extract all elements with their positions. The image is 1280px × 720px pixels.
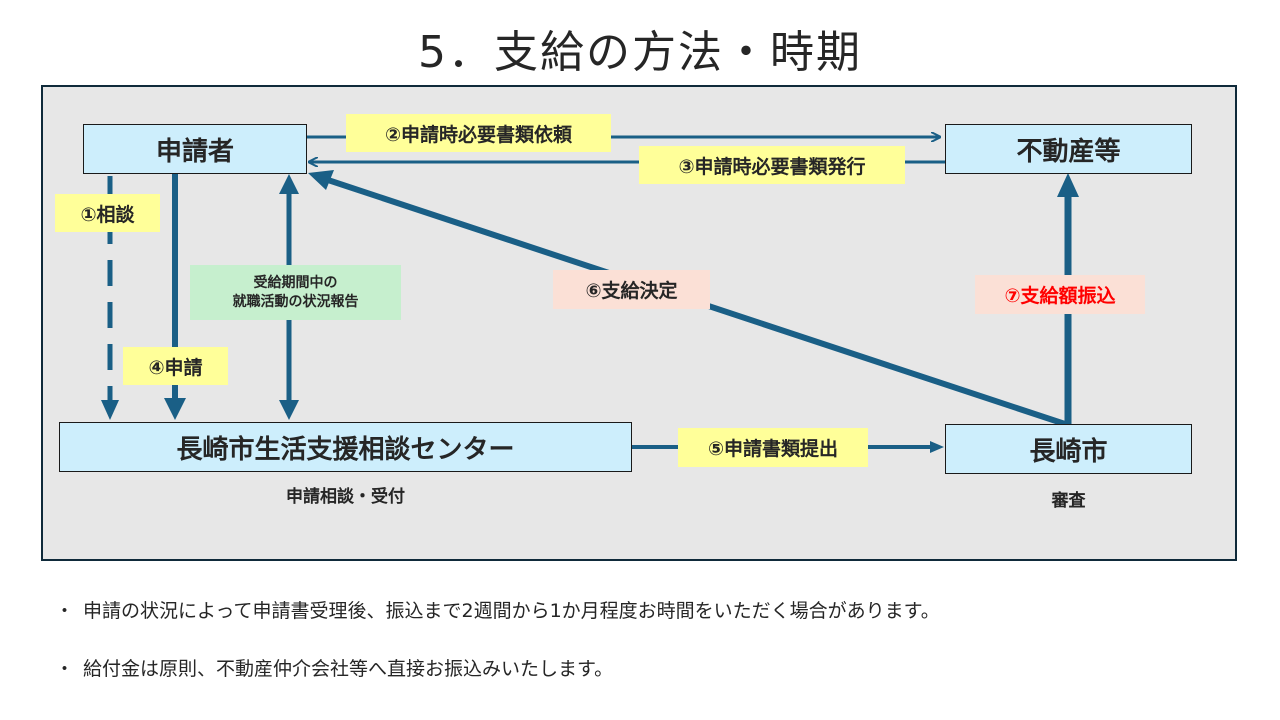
arrow-step6-head xyxy=(308,170,334,190)
node-real-estate-label: 不動産等 xyxy=(1016,136,1121,167)
label-step1: ①相談 xyxy=(55,194,160,232)
note-2: ・給付金は原則、不動産仲介会社等へ直接お振込みいたします。 xyxy=(55,654,613,681)
arrow-step5-head xyxy=(930,441,944,453)
report-line-1: 受給期間中の xyxy=(253,274,338,291)
caption-support-center: 申請相談・受付 xyxy=(286,487,405,507)
arrow-step7-head xyxy=(1057,173,1079,197)
report-line-2: 就職活動の状況報告 xyxy=(232,293,359,310)
label-step4: ④申請 xyxy=(123,347,228,385)
node-support-center: 長崎市生活支援相談センター xyxy=(59,422,632,472)
note-1-text: 申請の状況によって申請書受理後、振込まで2週間から1か月程度お時間をいただく場合… xyxy=(83,600,940,622)
label-step6: ⑥支給決定 xyxy=(553,270,710,309)
bullet: ・ xyxy=(55,658,75,680)
bullet: ・ xyxy=(55,600,75,622)
node-support-center-label: 長崎市生活支援相談センター xyxy=(176,434,515,465)
node-applicant: 申請者 xyxy=(83,124,307,174)
node-nagasaki-city: 長崎市 xyxy=(945,424,1192,474)
label-job-search-report: 受給期間中の 就職活動の状況報告 xyxy=(190,265,401,320)
arrow-step1-head xyxy=(101,400,119,420)
arrow-report-head-up xyxy=(279,174,299,194)
node-nagasaki-city-label: 長崎市 xyxy=(1029,436,1108,467)
caption-nagasaki-city: 審査 xyxy=(1051,491,1086,511)
arrow-step4-head xyxy=(164,398,186,420)
arrow-report-head-down xyxy=(279,400,299,420)
label-step2: ②申請時必要書類依頼 xyxy=(346,114,611,152)
label-step3: ③申請時必要書類発行 xyxy=(639,146,905,184)
node-applicant-label: 申請者 xyxy=(155,136,234,167)
node-real-estate: 不動産等 xyxy=(945,124,1192,174)
note-2-text: 給付金は原則、不動産仲介会社等へ直接お振込みいたします。 xyxy=(83,658,614,680)
note-1: ・申請の状況によって申請書受理後、振込まで2週間から1か月程度お時間をいただく場… xyxy=(55,596,940,623)
page-title: 5．支給の方法・時期 xyxy=(418,27,862,78)
label-step7: ⑦支給額振込 xyxy=(975,275,1145,314)
label-step5: ⑤申請書類提出 xyxy=(678,428,868,467)
